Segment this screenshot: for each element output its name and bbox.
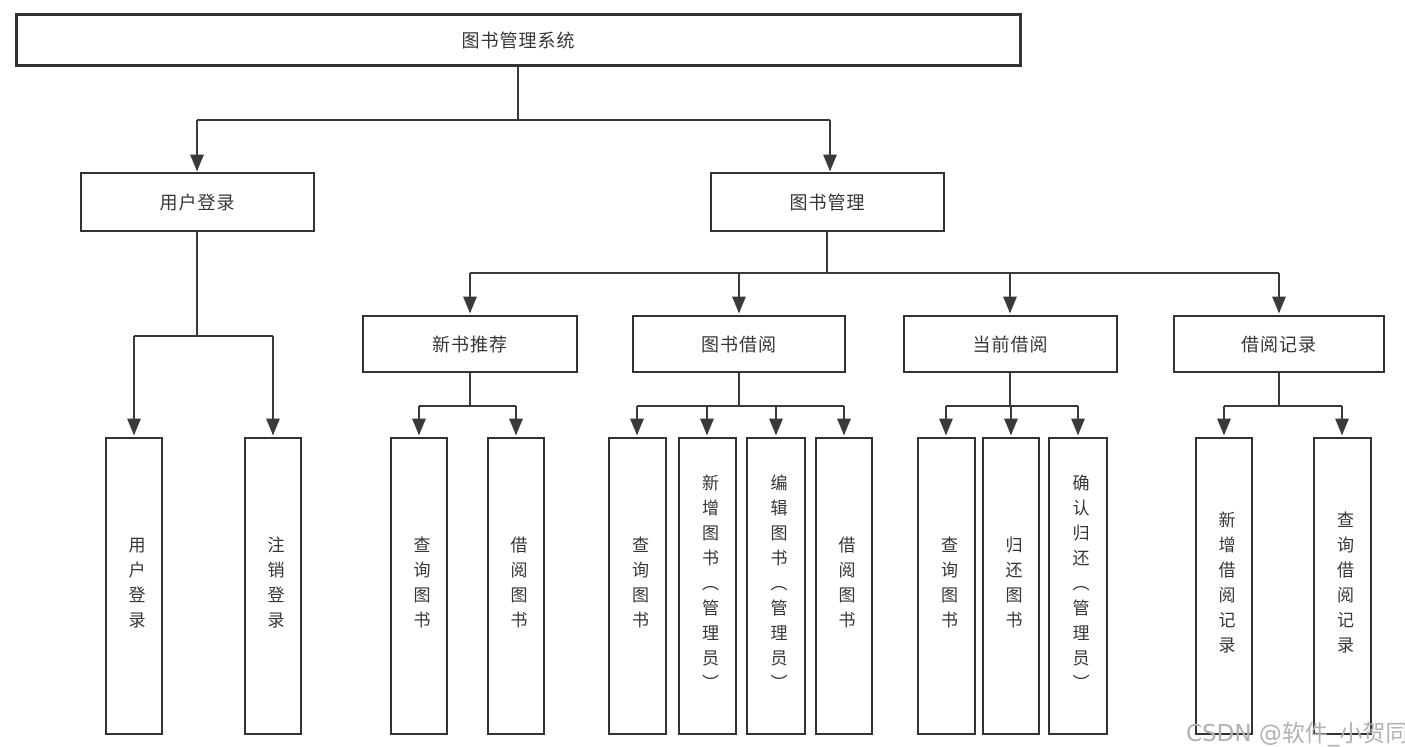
- leaf-query-books: 查询图书: [390, 437, 448, 735]
- leaf-query-borrow-record: 查询借阅记录: [1313, 437, 1372, 735]
- csdn-watermark: CSDN @软件_小贺同学: [1186, 721, 1405, 747]
- leaf-confirm-return-admin: 确认归还（管理员）: [1048, 437, 1108, 735]
- leaf-borrow-books: 借阅图书: [815, 437, 873, 735]
- node-book-borrow: 图书借阅: [632, 315, 846, 373]
- node-new-book-recommend: 新书推荐: [362, 315, 578, 373]
- leaf-add-book-admin: 新增图书（管理员）: [678, 437, 737, 735]
- node-user-login: 用户登录: [80, 172, 315, 232]
- leaf-logout: 注销登录: [244, 437, 302, 735]
- node-library-management-system: 图书管理系统: [15, 13, 1022, 67]
- leaf-user-login: 用户登录: [105, 437, 163, 735]
- leaf-query-books: 查询图书: [608, 437, 667, 735]
- leaf-return-book: 归还图书: [982, 437, 1040, 735]
- leaf-borrow-books: 借阅图书: [487, 437, 545, 735]
- leaf-query-books: 查询图书: [917, 437, 976, 735]
- leaf-add-borrow-record: 新增借阅记录: [1195, 437, 1253, 735]
- leaf-edit-book-admin: 编辑图书（管理员）: [746, 437, 806, 735]
- node-current-borrow: 当前借阅: [903, 315, 1118, 373]
- node-borrow-records: 借阅记录: [1173, 315, 1385, 373]
- node-book-management: 图书管理: [710, 172, 945, 232]
